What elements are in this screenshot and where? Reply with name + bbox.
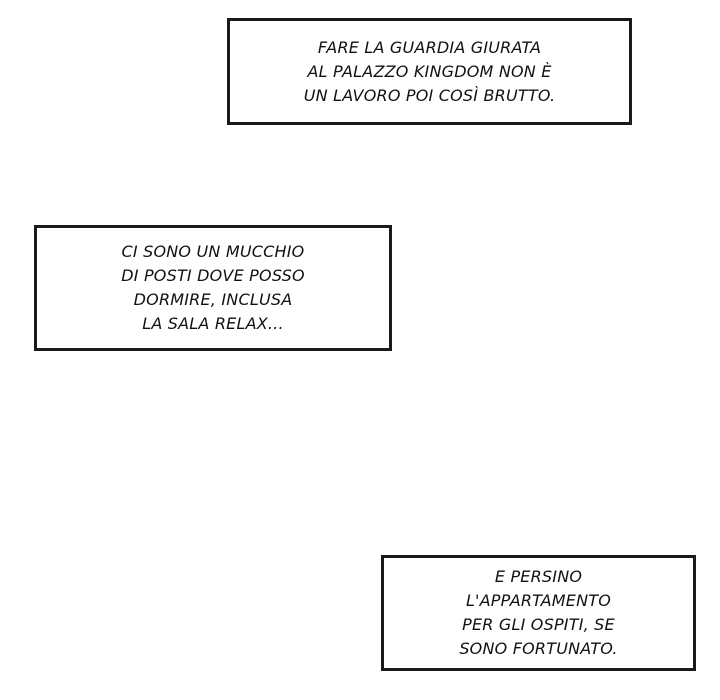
caption-line: L'APPARTAMENTO <box>465 591 612 610</box>
caption-line: AL PALAZZO KINGDOM NON È <box>307 61 552 81</box>
caption-line: CI SONO UN MUCCHIO <box>121 242 305 261</box>
caption-box-2: CI SONO UN MUCCHIO DI POSTI DOVE POSSO D… <box>34 225 392 351</box>
caption-line: PER GLI OSPITI, SE <box>462 615 615 634</box>
caption-line: FARE LA GUARDIA GIURATA <box>317 37 542 57</box>
caption-line: E PERSINO <box>494 567 583 586</box>
caption-line: UN LAVORO POI COSÌ BRUTTO. <box>303 85 556 105</box>
caption-line: DORMIRE, INCLUSA <box>133 290 293 309</box>
caption-line: LA SALA RELAX... <box>142 314 284 333</box>
caption-line: SONO FORTUNATO. <box>459 639 618 658</box>
caption-box-3: E PERSINO L'APPARTAMENTO PER GLI OSPITI,… <box>381 555 696 671</box>
caption-line: DI POSTI DOVE POSSO <box>121 266 305 285</box>
caption-box-1: FARE LA GUARDIA GIURATA AL PALAZZO KINGD… <box>227 18 632 125</box>
